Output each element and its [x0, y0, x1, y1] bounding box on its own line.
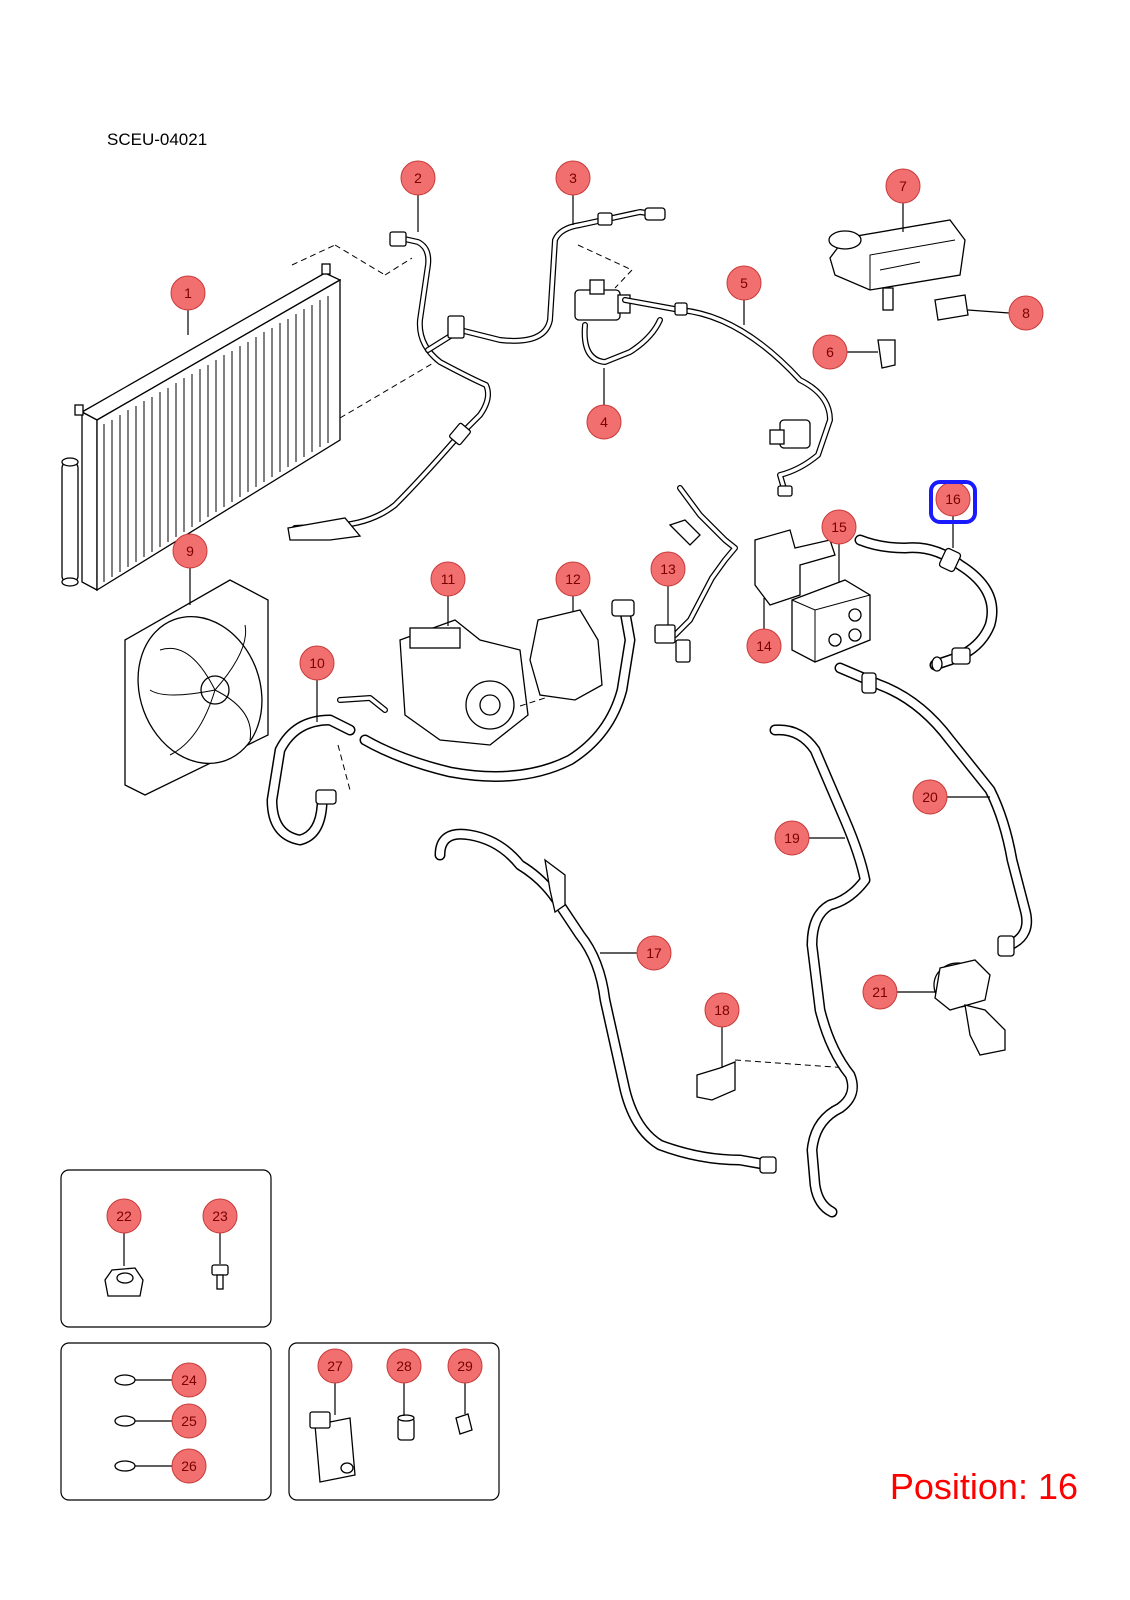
callout-7[interactable]: 7 — [885, 168, 921, 204]
kit-box-clamps — [60, 1169, 272, 1328]
callout-24[interactable]: 24 — [171, 1362, 207, 1398]
ac-hose-lower[interactable] — [359, 599, 636, 782]
ac-pipe-top[interactable] — [425, 207, 666, 353]
o-ring-26[interactable] — [114, 1460, 136, 1472]
coolant-hose-16[interactable] — [854, 534, 998, 672]
callout-27-label: 27 — [327, 1358, 343, 1374]
callout-13-label: 13 — [660, 561, 676, 577]
callout-16[interactable]: 16 — [929, 480, 977, 524]
compressor-part[interactable] — [399, 619, 529, 746]
callout-9[interactable]: 9 — [172, 533, 208, 569]
tank-bracket-side[interactable] — [934, 294, 969, 321]
hose-bracket-18[interactable] — [696, 1061, 736, 1101]
condenser-part[interactable] — [61, 263, 342, 592]
expansion-valve-part[interactable] — [574, 279, 663, 365]
callout-28[interactable]: 28 — [386, 1348, 422, 1384]
ac-pipe-right[interactable] — [654, 485, 738, 663]
compressor-bracket[interactable] — [529, 609, 603, 701]
fan-shroud-part[interactable] — [118, 579, 282, 796]
chiller-part[interactable] — [791, 579, 871, 663]
callout-5-label: 5 — [740, 275, 748, 291]
callout-25[interactable]: 25 — [171, 1403, 207, 1439]
callout-4-label: 4 — [600, 414, 608, 430]
callout-20[interactable]: 20 — [912, 779, 948, 815]
expansion-tank-part[interactable] — [828, 219, 966, 311]
coolant-pump-part[interactable] — [933, 959, 1006, 1056]
callout-11[interactable]: 11 — [430, 561, 466, 597]
callout-28-label: 28 — [396, 1358, 412, 1374]
callout-29-label: 29 — [457, 1358, 473, 1374]
ac-pipe-upper[interactable] — [292, 231, 491, 531]
callout-23[interactable]: 23 — [202, 1198, 238, 1234]
callout-21-label: 21 — [872, 984, 888, 1000]
bolt-part[interactable] — [211, 1264, 229, 1290]
callout-15-label: 15 — [831, 519, 847, 535]
callout-16-label: 16 — [945, 491, 961, 507]
chiller-bracket[interactable] — [754, 529, 836, 606]
callout-23-label: 23 — [212, 1208, 228, 1224]
coolant-hose-20[interactable] — [834, 662, 1033, 957]
kit-box-orings — [60, 1342, 272, 1501]
callout-3-label: 3 — [569, 170, 577, 186]
kit-box-sensors — [288, 1342, 500, 1501]
callout-20-label: 20 — [922, 789, 938, 805]
callout-10-label: 10 — [309, 655, 325, 671]
hose-clamp-part[interactable] — [104, 1267, 144, 1297]
callout-19-label: 19 — [784, 830, 800, 846]
callout-14[interactable]: 14 — [746, 628, 782, 664]
callout-26-label: 26 — [181, 1458, 197, 1474]
callout-5[interactable]: 5 — [726, 265, 762, 301]
callout-6[interactable]: 6 — [812, 334, 848, 370]
callout-14-label: 14 — [756, 638, 772, 654]
callout-12[interactable]: 12 — [555, 561, 591, 597]
callout-4[interactable]: 4 — [586, 404, 622, 440]
callout-8[interactable]: 8 — [1008, 295, 1044, 331]
coolant-hose-left[interactable] — [266, 714, 356, 846]
coolant-hose-17[interactable] — [434, 828, 777, 1174]
diagram-code: SCEU-04021 — [107, 130, 208, 149]
callout-12-label: 12 — [565, 571, 581, 587]
callout-17[interactable]: 17 — [636, 935, 672, 971]
callout-2-label: 2 — [414, 170, 422, 186]
callout-27[interactable]: 27 — [317, 1348, 353, 1384]
callout-25-label: 25 — [181, 1413, 197, 1429]
heater-pipe[interactable] — [622, 297, 833, 497]
tank-bracket-lower[interactable] — [877, 339, 896, 369]
callout-17-label: 17 — [646, 945, 662, 961]
callout-2[interactable]: 2 — [400, 160, 436, 196]
callout-13[interactable]: 13 — [650, 551, 686, 587]
callout-6-label: 6 — [826, 344, 834, 360]
callout-1-label: 1 — [184, 285, 192, 301]
callout-18[interactable]: 18 — [704, 992, 740, 1028]
callout-1[interactable]: 1 — [170, 275, 206, 311]
callout-10[interactable]: 10 — [299, 645, 335, 681]
callout-15[interactable]: 15 — [821, 509, 857, 545]
callout-3[interactable]: 3 — [555, 160, 591, 196]
callout-29[interactable]: 29 — [447, 1348, 483, 1384]
sensor-part[interactable] — [397, 1414, 415, 1441]
solenoid-valve-part[interactable] — [309, 1411, 356, 1483]
callout-22-label: 22 — [116, 1208, 132, 1224]
callout-24-label: 24 — [181, 1372, 197, 1388]
callout-19[interactable]: 19 — [774, 820, 810, 856]
callout-26[interactable]: 26 — [171, 1448, 207, 1484]
callout-9-label: 9 — [186, 543, 194, 559]
position-label: Position: 16 — [889, 1466, 1078, 1507]
callout-18-label: 18 — [714, 1002, 730, 1018]
callout-7-label: 7 — [899, 178, 907, 194]
o-ring-24[interactable] — [114, 1374, 136, 1386]
coolant-hose-19[interactable] — [769, 724, 871, 1218]
o-ring-25[interactable] — [114, 1415, 136, 1427]
callout-21[interactable]: 21 — [862, 974, 898, 1010]
selected-position-marker — [929, 480, 977, 524]
callout-22[interactable]: 22 — [106, 1198, 142, 1234]
callout-8-label: 8 — [1022, 305, 1030, 321]
callout-11-label: 11 — [441, 571, 456, 587]
cap-part[interactable] — [455, 1413, 473, 1435]
